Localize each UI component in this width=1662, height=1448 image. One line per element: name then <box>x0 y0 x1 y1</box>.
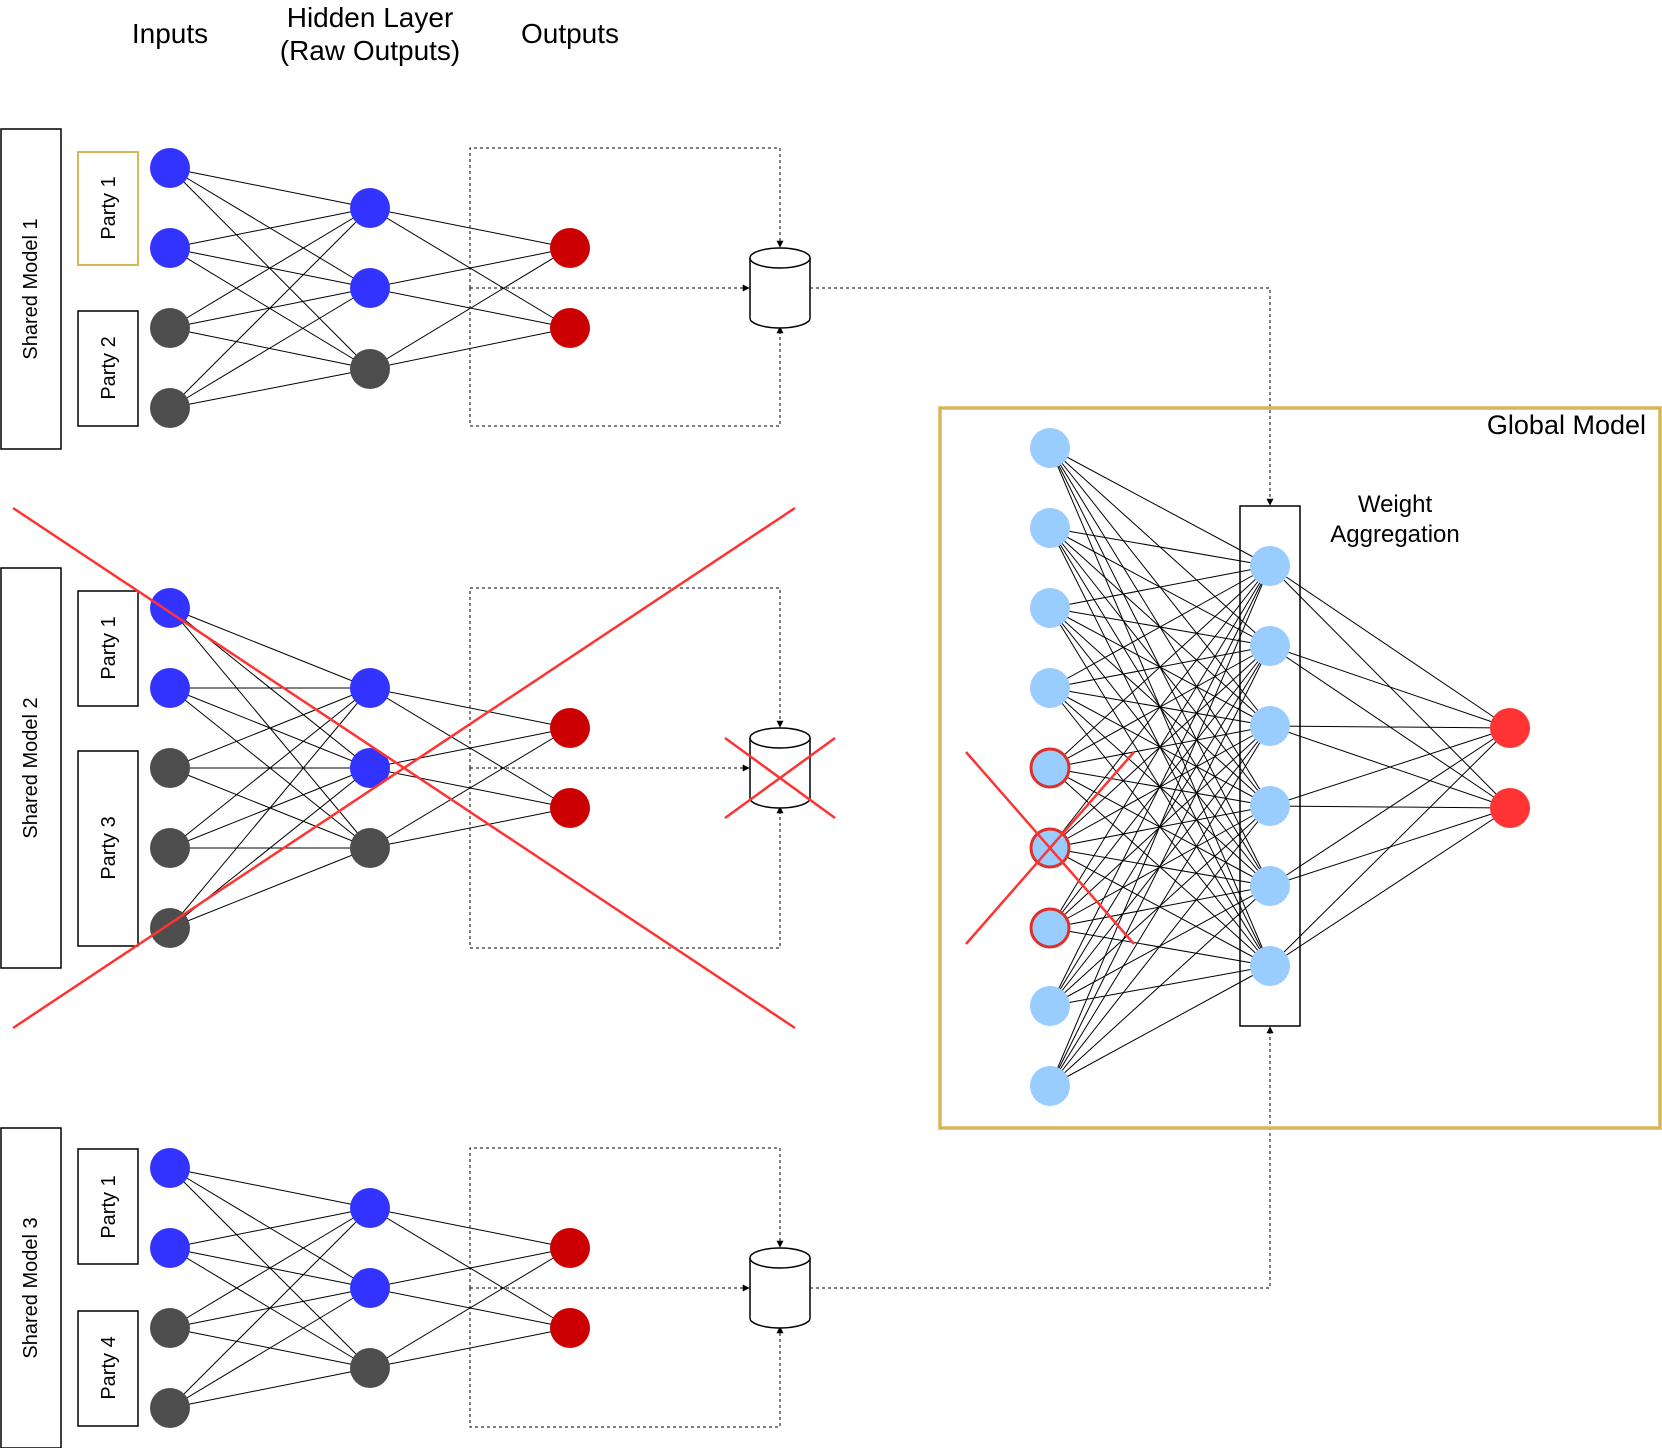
global-model-title: Global Model <box>1487 410 1646 440</box>
shared-model-3-box <box>0 1127 62 1448</box>
hidden-node <box>350 1188 390 1228</box>
input-node <box>150 1308 190 1348</box>
shared-model-2: Shared Model 2 Party 1 Party 3 <box>0 506 836 1030</box>
party-4-label: Party 4 <box>98 1336 120 1399</box>
shared-model-2-label: Shared Model 2 <box>20 697 42 838</box>
hidden-layer-header: Hidden Layer <box>287 2 454 33</box>
input-node <box>150 748 190 788</box>
global-input-node <box>1030 1066 1070 1106</box>
hidden-node <box>350 188 390 228</box>
input-node <box>150 668 190 708</box>
output-node <box>550 1308 590 1348</box>
output-node <box>550 228 590 268</box>
party-1-label: Party 1 <box>98 1175 120 1238</box>
party-4-box <box>77 1310 139 1427</box>
shared-model-3-label: Shared Model 3 <box>20 1217 42 1358</box>
global-hidden-node <box>1250 866 1290 906</box>
global-input-node <box>1030 986 1070 1026</box>
input-node <box>150 388 190 428</box>
global-output-node <box>1490 788 1530 828</box>
global-model-box <box>938 406 1662 1130</box>
party-3-box <box>77 750 139 947</box>
global-hidden-node <box>1250 626 1290 666</box>
weight-aggregation-label: Weight <box>1358 491 1433 518</box>
weight-aggregation-sublabel: Aggregation <box>1330 521 1459 548</box>
input-node <box>150 1228 190 1268</box>
party-1-label: Party 1 <box>98 616 120 679</box>
model-excluded-cross <box>12 506 796 1030</box>
hidden-node <box>350 1348 390 1388</box>
weight-aggregation-box <box>1239 505 1301 1027</box>
raw-output-flows-3 <box>469 1026 1274 1428</box>
input-node <box>150 1388 190 1428</box>
global-input-node-excluded <box>1029 907 1071 949</box>
database-icon <box>749 1247 811 1329</box>
database-excluded-cross <box>724 736 836 820</box>
excluded-inputs-cross <box>965 751 1135 945</box>
party-1-box <box>77 151 139 266</box>
party-2-box <box>77 310 139 427</box>
outputs-header: Outputs <box>521 18 619 49</box>
global-input-node <box>1030 428 1070 468</box>
database-icon <box>749 727 811 809</box>
input-node <box>150 1148 190 1188</box>
shared-model-1-label: Shared Model 1 <box>20 218 42 359</box>
hidden-node <box>350 668 390 708</box>
party-1-box <box>77 1148 139 1265</box>
global-hidden-node <box>1250 786 1290 826</box>
input-node <box>150 828 190 868</box>
input-node <box>150 148 190 188</box>
global-hidden-node <box>1250 946 1290 986</box>
shared-model-2-box <box>0 567 62 969</box>
output-node <box>550 1228 590 1268</box>
party-2-label: Party 2 <box>98 336 120 399</box>
global-input-node <box>1030 588 1070 628</box>
global-input-node-excluded <box>1029 747 1071 789</box>
hidden-layer-subheader: (Raw Outputs) <box>280 35 461 66</box>
output-node <box>550 308 590 348</box>
output-node <box>550 788 590 828</box>
party-3-label: Party 3 <box>98 816 120 879</box>
shared-model-1: Shared Model 1 Party 1 Party 2 <box>0 128 1274 506</box>
global-hidden-node <box>1250 706 1290 746</box>
global-model: Global Model Weight Aggregation <box>938 406 1662 1130</box>
shared-model-3: Shared Model 3 Party 1 Party 4 <box>0 1026 1274 1448</box>
global-input-node <box>1030 508 1070 548</box>
output-node <box>550 708 590 748</box>
global-output-node <box>1490 708 1530 748</box>
shared-model-1-box <box>0 128 62 450</box>
party-1-box <box>77 590 139 707</box>
inputs-header: Inputs <box>132 18 208 49</box>
input-node <box>150 228 190 268</box>
global-hidden-node <box>1250 546 1290 586</box>
raw-output-flows-1 <box>469 147 1274 506</box>
hidden-node <box>350 828 390 868</box>
global-input-node <box>1030 668 1070 708</box>
input-node <box>150 308 190 348</box>
hidden-node <box>350 349 390 389</box>
database-icon <box>749 247 811 329</box>
hidden-node <box>350 1268 390 1308</box>
hidden-node <box>350 268 390 308</box>
party-1-label: Party 1 <box>98 176 120 239</box>
raw-output-flows-2 <box>469 587 784 949</box>
hidden-node <box>350 748 390 788</box>
global-connections <box>1049 447 1511 1087</box>
